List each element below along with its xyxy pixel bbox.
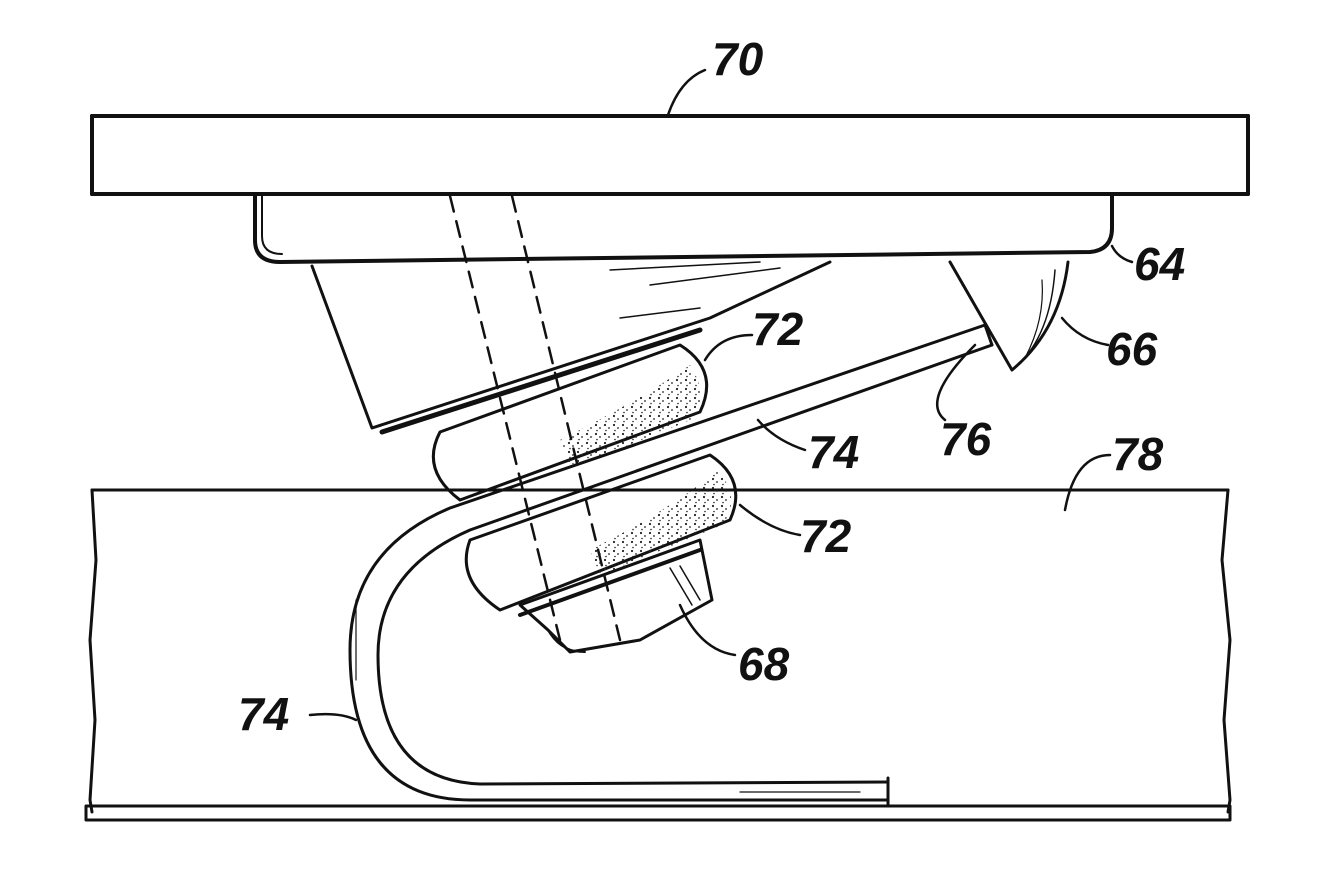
cushion-upper <box>433 345 706 500</box>
label-72-lower: 72 <box>800 510 852 562</box>
leader-lines <box>310 70 1132 720</box>
label-76: 76 <box>940 413 992 465</box>
bracket <box>255 196 1112 262</box>
label-72-upper: 72 <box>752 303 804 355</box>
label-70: 70 <box>712 33 764 85</box>
label-66: 66 <box>1106 323 1158 375</box>
label-78: 78 <box>1112 428 1164 480</box>
upper-plate <box>92 116 1248 194</box>
label-64: 64 <box>1134 238 1185 290</box>
label-74-upper: 74 <box>808 426 859 478</box>
label-74-lower: 74 <box>238 688 289 740</box>
label-68: 68 <box>738 638 790 690</box>
channel-floor <box>86 806 1230 820</box>
